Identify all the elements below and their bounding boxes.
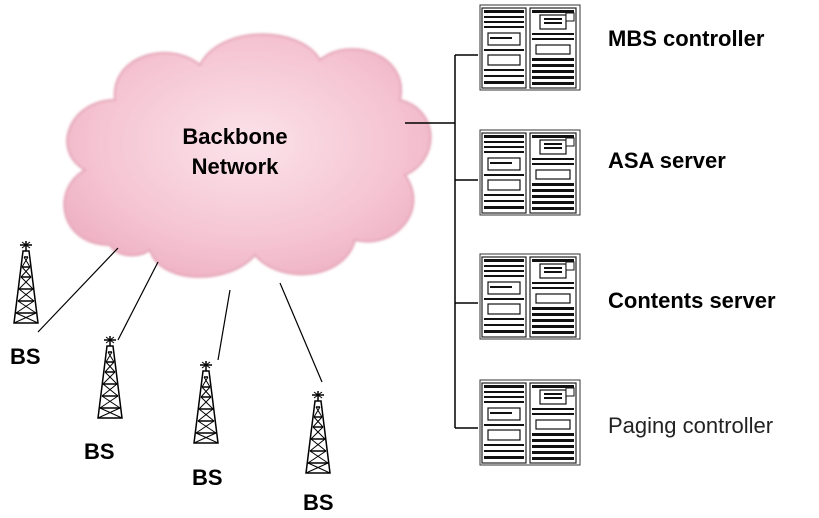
server-label-paging-controller: Paging controller <box>608 413 774 438</box>
server-rack-icon <box>479 129 581 216</box>
bs-label: BS <box>84 439 115 464</box>
radio-tower-icon <box>193 360 219 444</box>
server-label-mbs-controller: MBS controller <box>608 26 765 51</box>
backbone-cloud-icon <box>63 33 432 278</box>
radio-tower-icon <box>13 240 39 324</box>
server-label-asa-server: ASA server <box>608 148 726 173</box>
server-label-contents-server: Contents server <box>608 288 776 313</box>
radio-tower-icon <box>305 390 331 474</box>
server-rack-icon <box>479 379 581 466</box>
bs-connection-lines <box>37 247 323 383</box>
radio-tower-icon <box>97 335 123 419</box>
cloud-label-line2: Network <box>191 154 279 179</box>
cloud-label: Backbone Network <box>160 122 310 182</box>
bs-label: BS <box>192 465 223 490</box>
cloud-label-line1: Backbone <box>182 124 288 149</box>
server-rack-icon <box>479 4 581 91</box>
bs-label: BS <box>10 344 41 369</box>
bs-label: BS <box>303 490 334 515</box>
server-rack-icon <box>479 253 581 340</box>
server-connection-lines <box>405 54 478 429</box>
